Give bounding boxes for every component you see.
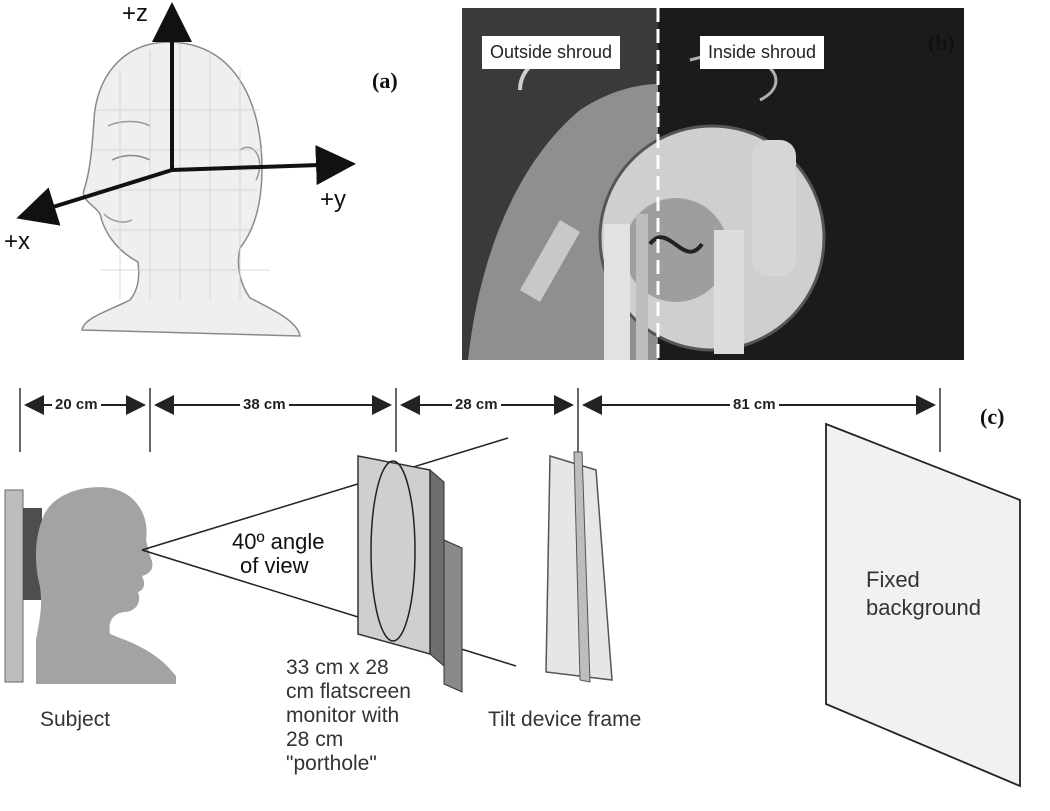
flatscreen-monitor xyxy=(357,455,463,693)
fixed-background-label: Fixed background xyxy=(866,566,981,622)
tilt-device-frame xyxy=(545,451,613,683)
distance-label-3: 28 cm xyxy=(452,396,501,413)
inside-shroud-label: Inside shroud xyxy=(700,36,825,69)
monitor-label-line-2: cm flatscreen xyxy=(286,680,411,703)
monitor-label-line-1: 33 cm x 28 xyxy=(286,656,389,679)
distance-label-2: 38 cm xyxy=(240,396,289,413)
fixed-background-line-2: background xyxy=(866,595,981,620)
outside-shroud-label: Outside shroud xyxy=(482,36,621,69)
y-axis-label: +y xyxy=(320,186,347,213)
tilt-device-label: Tilt device frame xyxy=(488,708,642,731)
fixed-background-panel xyxy=(825,422,1021,788)
monitor-label-line-4: 28 cm xyxy=(286,728,344,751)
monitor-label-line-3: monitor with xyxy=(286,704,400,727)
view-angle-line-2: of view xyxy=(240,553,309,578)
monitor-label: 33 cm x 28 cm flatscreen monitor with 28… xyxy=(286,656,411,776)
view-angle-label: 40º angle of view xyxy=(232,530,324,578)
axis-arrows xyxy=(16,2,356,226)
monitor-label-line-5: "porthole" xyxy=(286,752,377,775)
vertical-ticks xyxy=(19,388,941,452)
fixed-background-line-1: Fixed xyxy=(866,567,920,592)
z-axis-label: +z xyxy=(122,0,149,27)
subject-silhouette xyxy=(4,487,177,684)
x-axis-label: +x xyxy=(4,228,31,255)
panel-c-tag: (c) xyxy=(980,404,1005,429)
view-angle-line-1: 40º angle xyxy=(232,529,325,554)
distance-label-4: 81 cm xyxy=(730,396,779,413)
panel-b-tag: (b) xyxy=(928,30,955,55)
porthole-ellipse xyxy=(370,460,416,642)
panel-a-tag: (a) xyxy=(372,68,398,93)
distance-label-1: 20 cm xyxy=(52,396,101,413)
subject-label: Subject xyxy=(40,708,111,731)
